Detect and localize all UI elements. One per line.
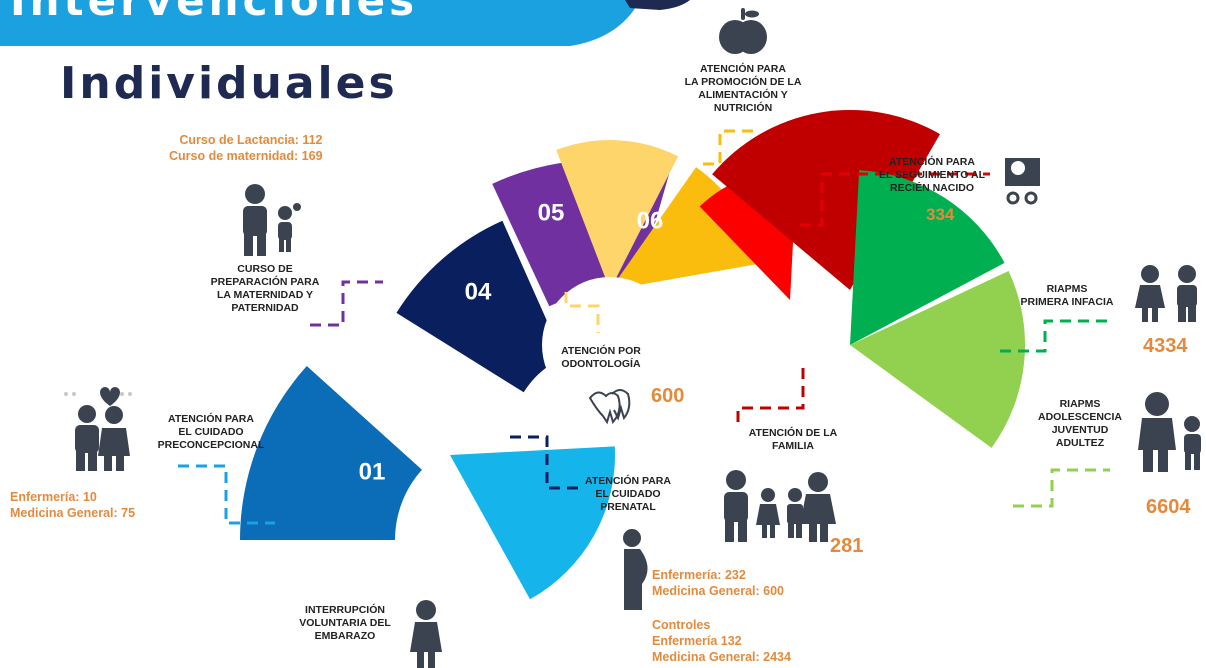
segment-number-03: 03	[440, 392, 467, 419]
segment-number-01: 01	[359, 458, 386, 485]
connector-06	[700, 129, 753, 166]
segments-group: 01020304050607080910	[240, 110, 1026, 614]
stat-familia: 281	[830, 535, 864, 557]
segment-number-02: 02	[493, 587, 520, 614]
segment-number-04: 04	[465, 278, 492, 305]
segment-01	[240, 366, 422, 540]
connector-04	[310, 280, 383, 327]
connector-09	[1000, 319, 1107, 353]
couple-heart-icon	[75, 387, 130, 471]
connector-08	[736, 368, 805, 426]
stat-adolescencia: 6604	[1146, 496, 1191, 518]
segment-08	[712, 110, 940, 291]
woman-icon	[410, 600, 442, 668]
segment-number-10: 10	[914, 473, 941, 500]
title-banner	[0, 0, 640, 46]
segment-number-05: 05	[538, 199, 565, 226]
segment-10	[850, 271, 1026, 448]
connector-05	[564, 292, 600, 333]
family-icon	[724, 470, 836, 542]
connector-01	[178, 464, 275, 525]
segment-number-06: 06	[637, 207, 664, 234]
decorative-dots	[64, 392, 132, 396]
title-line-1: Intervenciones	[10, 0, 419, 25]
segment-number-07: 07	[734, 277, 761, 304]
stat-primera-infancia: 4334	[1143, 335, 1188, 357]
apple-icon	[719, 8, 767, 54]
adult-child-icon	[1138, 392, 1201, 472]
connectors	[178, 129, 1110, 525]
segment-09	[850, 170, 1005, 345]
baby-stroller-icon	[1005, 158, 1040, 205]
icons	[75, 8, 1201, 668]
connector-03	[510, 435, 585, 490]
children-icon	[1135, 265, 1197, 322]
connector-07	[800, 172, 990, 227]
segment-05	[556, 140, 679, 290]
connector-10	[1013, 468, 1110, 508]
tooth-icon	[588, 389, 631, 425]
title-banner-accent	[625, 0, 690, 10]
segment-03	[396, 220, 564, 393]
stat-odontologia: 600	[651, 385, 685, 407]
center-hub	[542, 277, 678, 413]
pregnant-woman-icon	[623, 529, 648, 610]
segment-02	[450, 446, 615, 600]
father-child-icon	[243, 184, 301, 256]
title-line-2: Individuales	[60, 58, 398, 109]
stat-recien-nacido: 334	[926, 205, 955, 224]
